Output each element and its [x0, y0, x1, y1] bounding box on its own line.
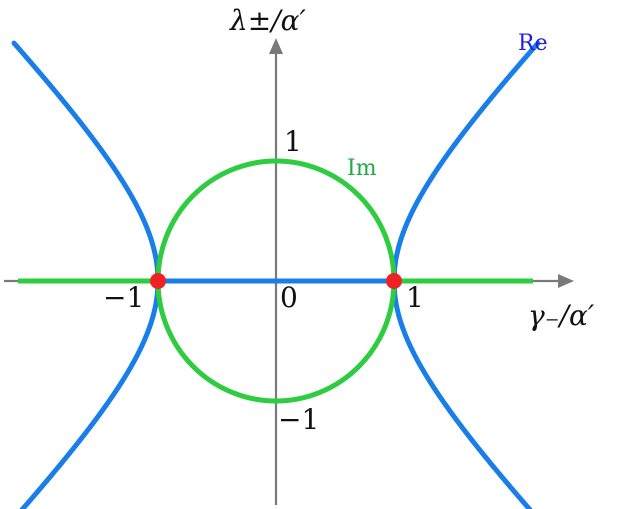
exceptional-point-marker — [150, 273, 166, 289]
y-axis-arrowhead — [269, 38, 283, 54]
x-tick-label: 0 — [280, 281, 298, 314]
series-label-im: Im — [347, 156, 377, 181]
re-series-branch — [391, 40, 541, 284]
y-tick-label: 1 — [284, 125, 302, 158]
series-label-re: Re — [518, 31, 548, 56]
re-series-branch — [11, 40, 161, 284]
series-layer — [11, 40, 541, 509]
x-tick-label: −1 — [103, 281, 144, 314]
x-axis-label: γ₋/α′ — [528, 299, 595, 332]
x-tick-label: 1 — [406, 281, 424, 314]
x-axis-arrowhead — [558, 274, 574, 288]
re-series-branch — [391, 278, 533, 509]
re-series-branch — [19, 278, 161, 509]
points-layer — [150, 273, 402, 289]
y-tick-label: −1 — [278, 403, 319, 436]
y-axis-label: λ±/α′ — [229, 4, 307, 37]
exceptional-point-marker — [386, 273, 402, 289]
